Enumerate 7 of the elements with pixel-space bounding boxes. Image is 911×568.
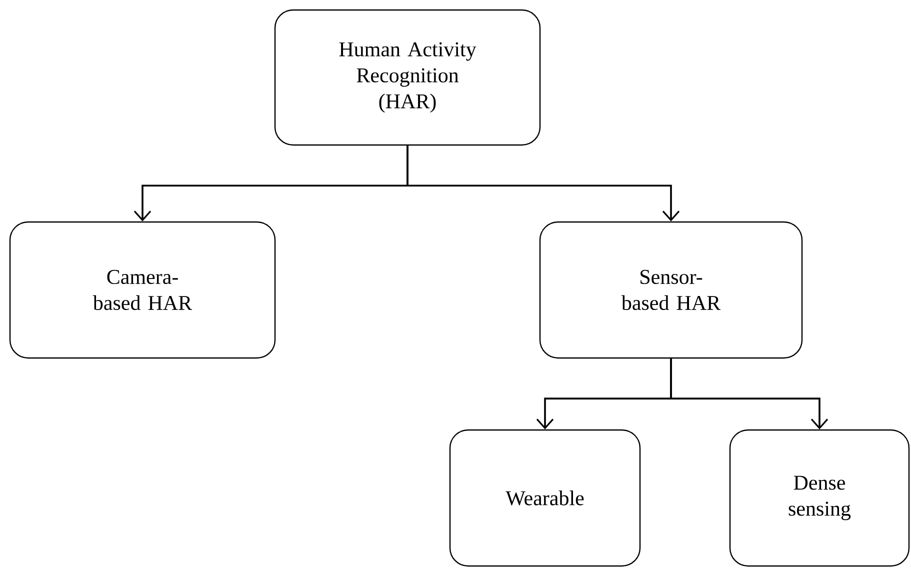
arrow bbox=[670, 358, 828, 430]
process-box: Wearable bbox=[449, 429, 641, 567]
arrow bbox=[406, 146, 680, 222]
process-box: Sensor-based HAR bbox=[539, 221, 803, 359]
process-box: Human Activity Recognition (HAR) bbox=[274, 9, 541, 146]
process-box: Dense sensing bbox=[729, 429, 910, 567]
process-box: Camera-based HAR bbox=[9, 221, 276, 359]
